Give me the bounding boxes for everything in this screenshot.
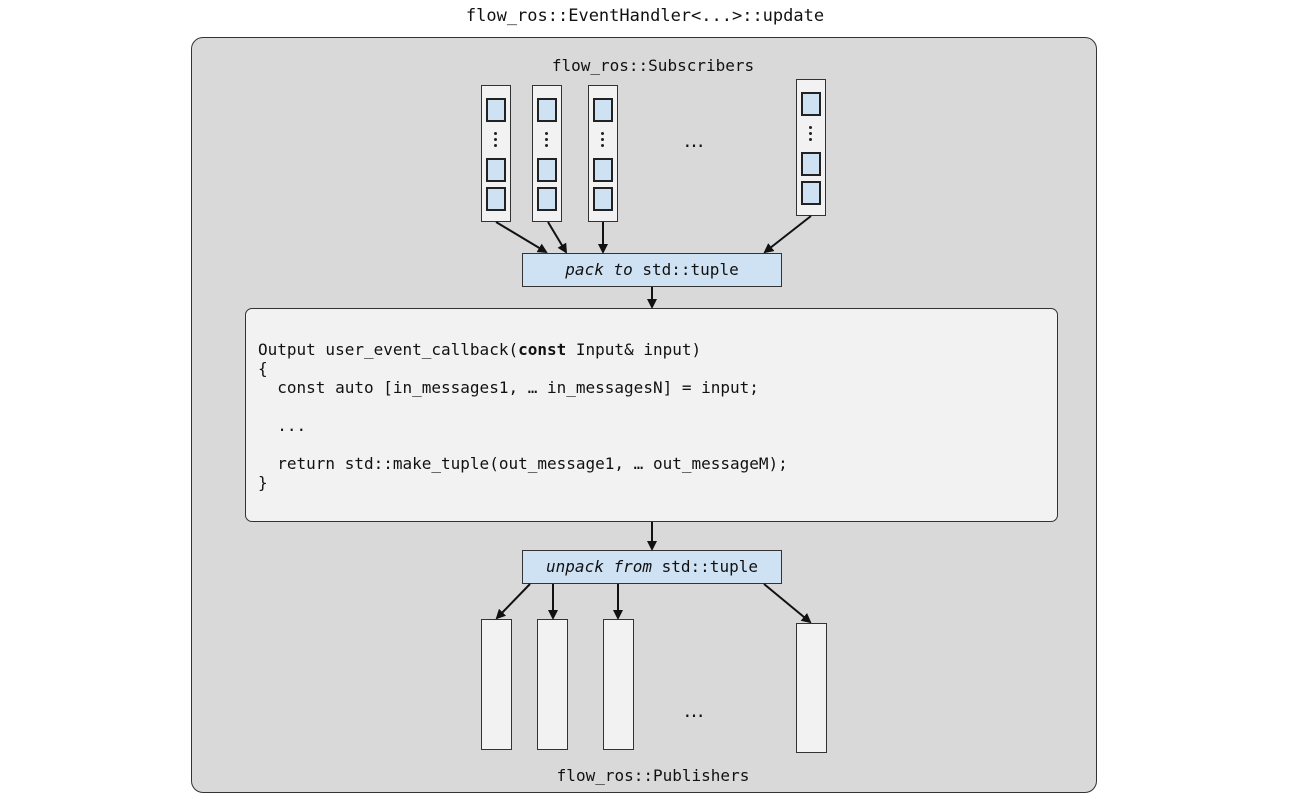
subscribers-label: flow_ros::Subscribers bbox=[551, 56, 755, 75]
vertical-ellipsis-icon bbox=[601, 132, 605, 150]
publisher-ellipsis: … bbox=[684, 698, 705, 722]
unpack-from-tuple-box: unpack from std::tuple bbox=[522, 550, 782, 584]
code-line-1: Output user_event_callback(const Input& … bbox=[258, 340, 701, 359]
pack-to-tuple-box: pack to std::tuple bbox=[522, 253, 782, 287]
vertical-ellipsis-icon bbox=[809, 126, 813, 144]
queued-message bbox=[486, 98, 506, 122]
publisher-m bbox=[796, 623, 827, 753]
arrow-unpack-to-publisher-1 bbox=[495, 583, 531, 620]
code-line-6: } bbox=[258, 473, 268, 492]
code-keyword: const bbox=[518, 340, 567, 359]
unpack-label: unpack from bbox=[546, 557, 652, 576]
queued-message bbox=[537, 158, 557, 182]
queued-message bbox=[801, 181, 821, 205]
code-text: Input& input) bbox=[566, 340, 702, 359]
code-line-2: { bbox=[258, 359, 268, 378]
publishers-label: flow_ros::Publishers bbox=[556, 766, 750, 785]
subscriber-queue-2 bbox=[532, 85, 562, 222]
vertical-ellipsis-icon bbox=[494, 132, 498, 150]
queued-message bbox=[801, 92, 821, 116]
queued-message bbox=[537, 187, 557, 211]
queued-message bbox=[537, 98, 557, 122]
queued-message bbox=[801, 152, 821, 176]
pack-label: pack to bbox=[565, 260, 633, 279]
subscriber-queue-3 bbox=[588, 85, 618, 222]
unpack-type: std::tuple bbox=[661, 557, 758, 576]
queued-message bbox=[593, 187, 613, 211]
subscriber-queue-n bbox=[796, 79, 826, 216]
arrow-subscriber-n-to-pack bbox=[763, 215, 812, 254]
arrow-subscriber-1-to-pack bbox=[495, 221, 548, 254]
arrow-unpack-to-publisher-m bbox=[763, 583, 812, 624]
queued-message bbox=[486, 158, 506, 182]
queued-message bbox=[593, 158, 613, 182]
pack-type: std::tuple bbox=[642, 260, 739, 279]
subscriber-ellipsis: … bbox=[684, 128, 705, 152]
code-line-5: return std::make_tuple(out_message1, … o… bbox=[258, 454, 788, 473]
queued-message bbox=[486, 187, 506, 211]
code-text: Output user_event_callback( bbox=[258, 340, 519, 359]
queued-message bbox=[593, 98, 613, 122]
diagram-title: flow_ros::EventHandler<...>::update bbox=[465, 6, 825, 26]
vertical-ellipsis-icon bbox=[545, 132, 549, 150]
code-line-4: ... bbox=[258, 416, 307, 435]
publisher-1 bbox=[481, 619, 512, 750]
arrow-subscriber-2-to-pack bbox=[547, 221, 568, 254]
user-event-callback-box bbox=[245, 308, 1058, 522]
publisher-2 bbox=[537, 619, 568, 750]
code-line-3: const auto [in_messages1, … in_messagesN… bbox=[258, 378, 759, 397]
subscriber-queue-1 bbox=[481, 85, 511, 222]
